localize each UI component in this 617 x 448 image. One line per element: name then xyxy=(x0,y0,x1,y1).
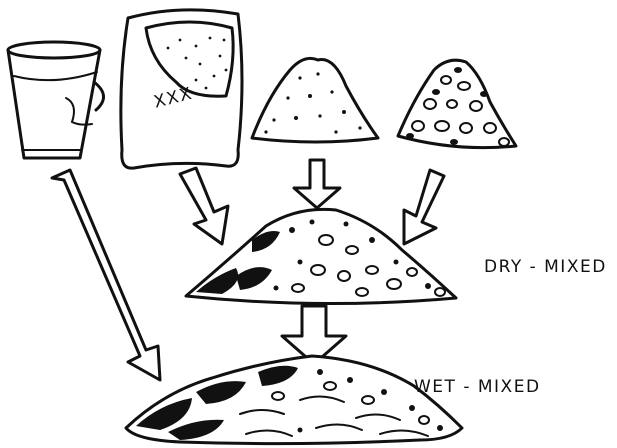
wet-mixed-label: WET - MIXED xyxy=(414,377,541,397)
arrow-gravel-to-dry-mix xyxy=(404,170,444,244)
cement-sack-icon: XXX xyxy=(121,10,242,168)
sack-marking: XXX xyxy=(152,84,195,113)
arrow-sack-to-dry-mix xyxy=(180,168,228,244)
water-bucket-icon xyxy=(8,42,104,158)
gravel-pile-icon xyxy=(398,60,516,147)
wet-mixed-pile xyxy=(126,356,462,444)
sand-pile-icon xyxy=(252,58,378,142)
arrow-bucket-to-wet-mix xyxy=(52,170,160,380)
dry-mixed-label: DRY - MIXED xyxy=(484,257,607,277)
arrow-sand-to-dry-mix xyxy=(294,160,340,208)
